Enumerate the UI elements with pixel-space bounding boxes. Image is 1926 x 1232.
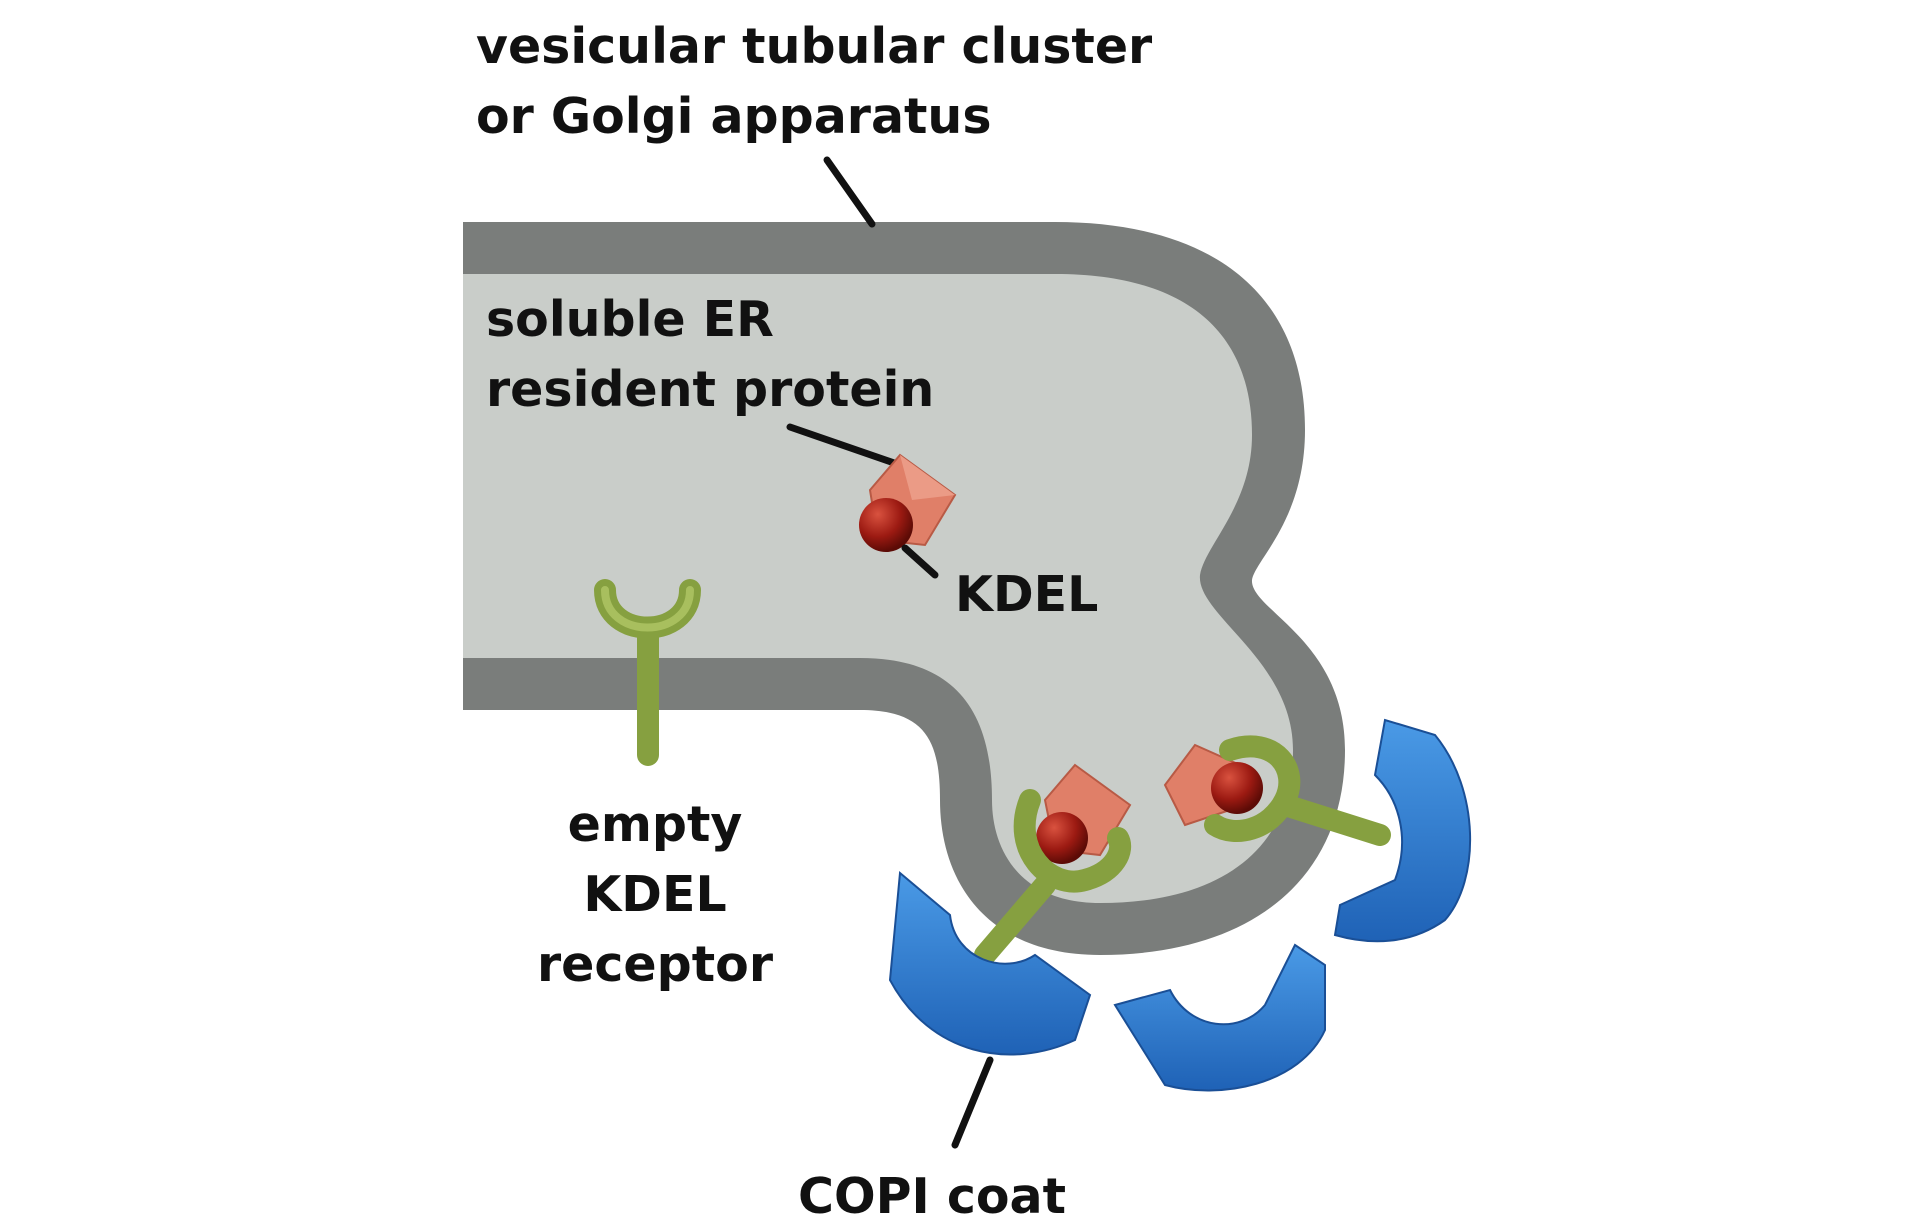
kdel-sphere-icon-2 (1036, 812, 1088, 864)
bound-receptor-1 (974, 763, 1132, 966)
bound-receptor-2 (1163, 735, 1391, 846)
copi-leader-line (951, 1056, 994, 1149)
kdel-leader-line (901, 544, 939, 579)
golgi-leader-line (823, 156, 876, 228)
soluble-protein-leader-line (786, 423, 904, 469)
soluble-protein-label: soluble ER resident protein (486, 291, 935, 418)
empty-kdel-receptor (594, 579, 701, 766)
copi-coat (888, 718, 1472, 1092)
soluble-er-protein (786, 423, 957, 579)
copi-subunit-icon-3 (1333, 718, 1472, 943)
kdel-label: KDEL (955, 566, 1099, 623)
copi-coat-label: COPI coat (798, 1168, 1067, 1225)
kdel-sphere-icon-3 (1211, 762, 1263, 814)
golgi-label: vesicular tubular cluster or Golgi appar… (476, 18, 1153, 145)
copi-subunit-icon-2 (1113, 943, 1326, 1092)
lumen (463, 274, 1293, 903)
empty-receptor-label: empty KDEL receptor (536, 796, 773, 993)
copi-subunit-icon-1 (888, 871, 1092, 1056)
kdel-sphere-icon (859, 498, 913, 552)
